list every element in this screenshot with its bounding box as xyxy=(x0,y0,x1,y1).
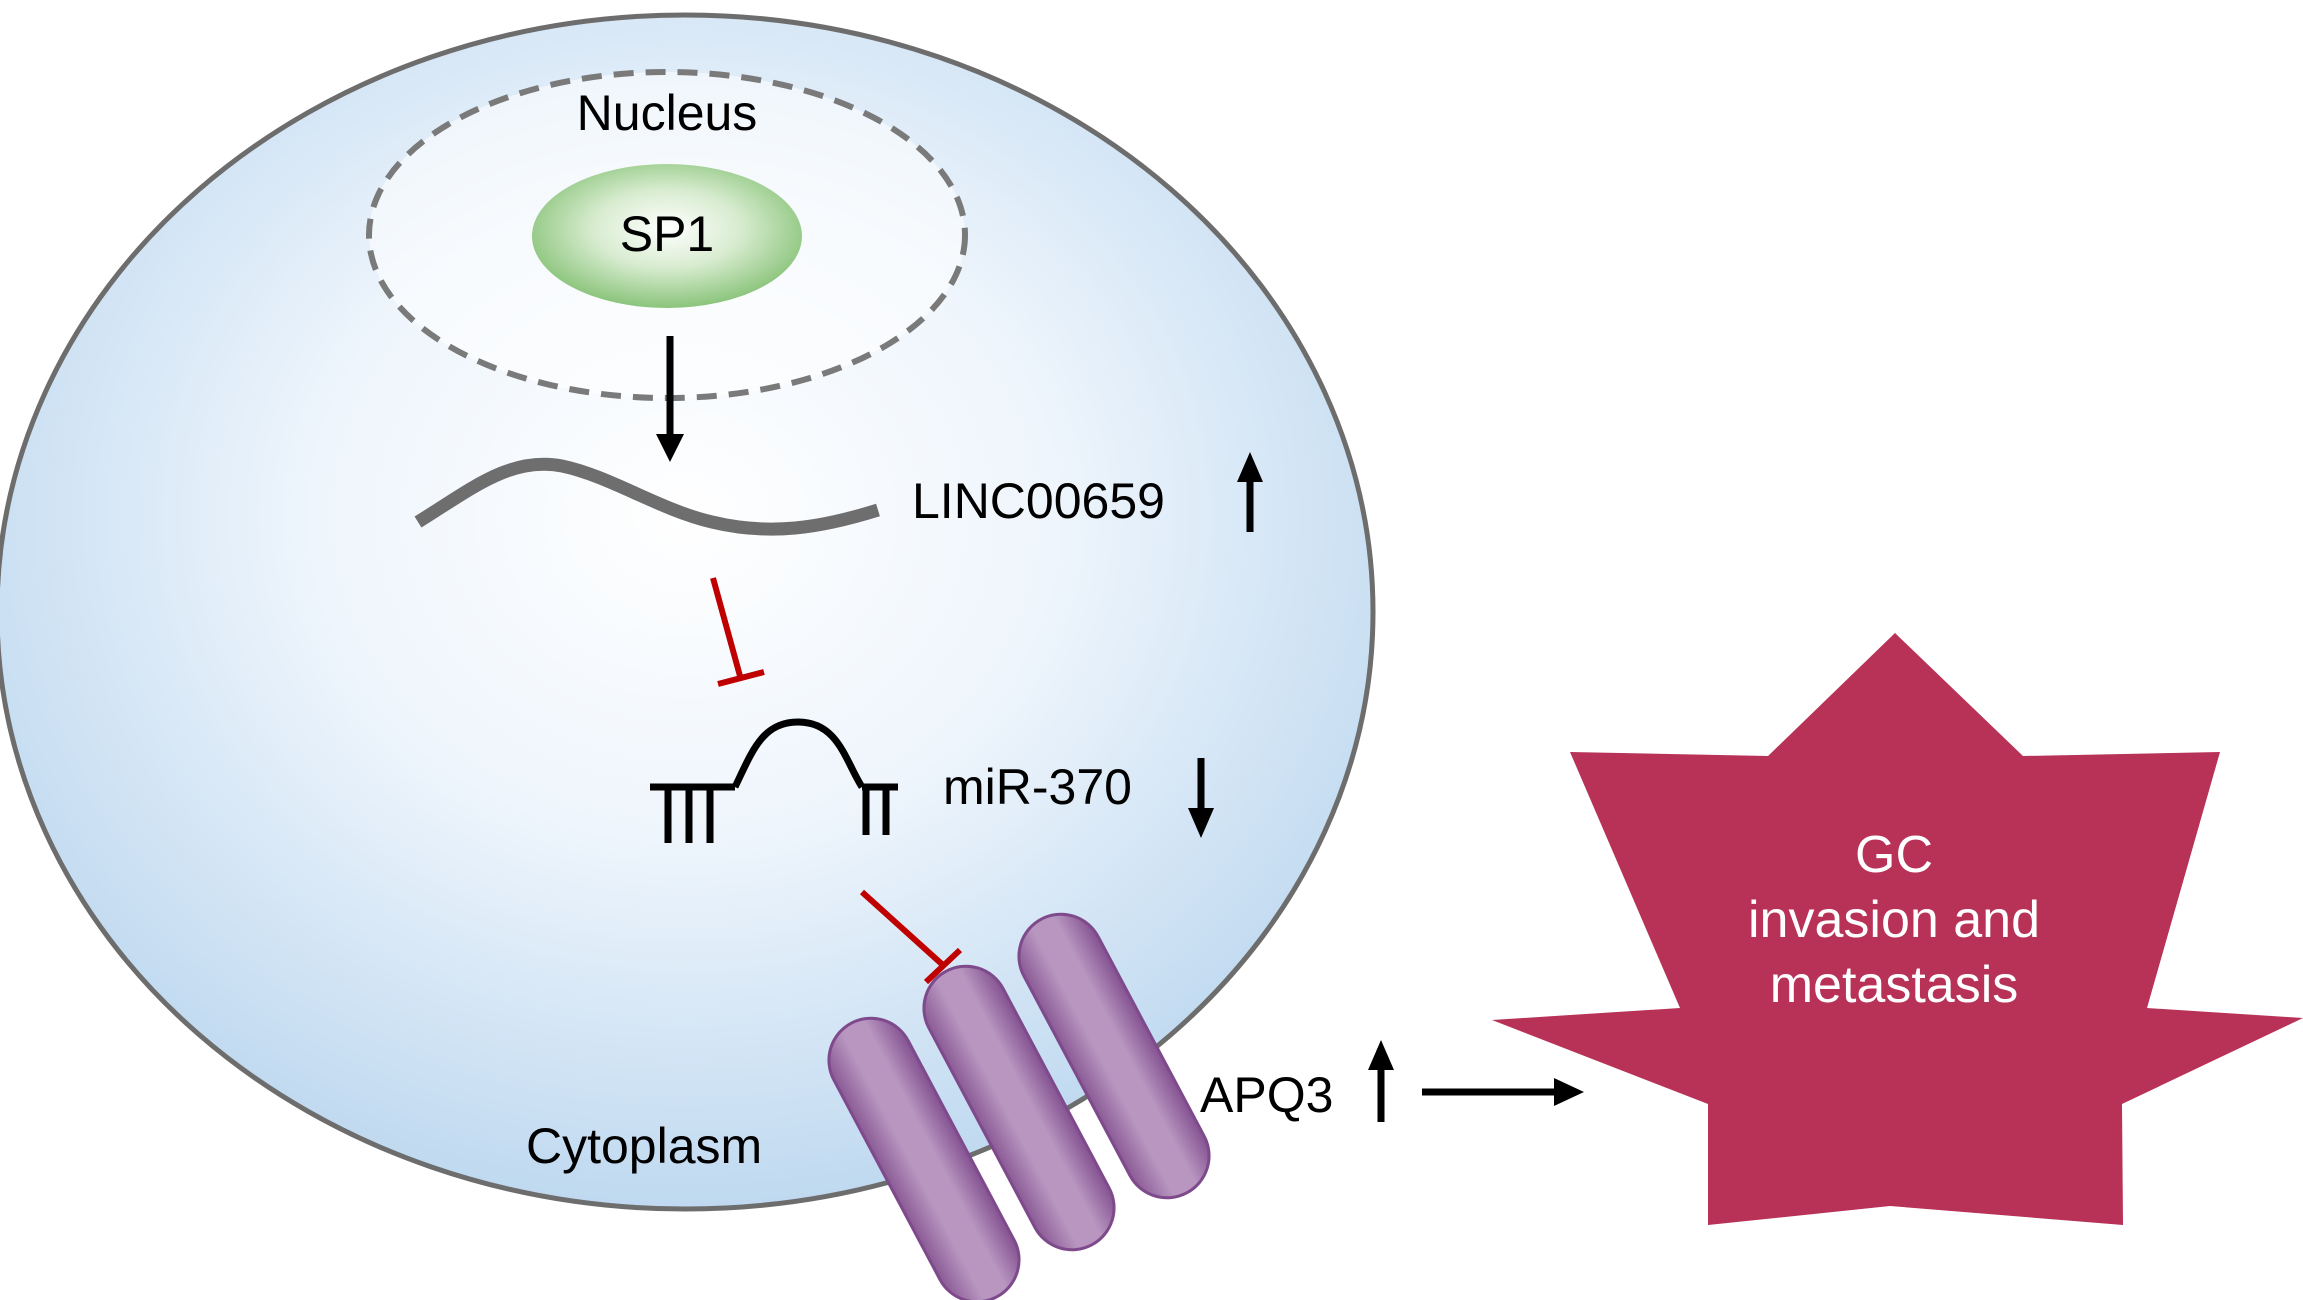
apq3-label: APQ3 xyxy=(1200,1067,1333,1123)
outcome-star xyxy=(1492,633,2303,1225)
outcome-line-1: GC xyxy=(1855,826,1933,884)
sp1-protein xyxy=(532,164,802,308)
nucleus-label: Nucleus xyxy=(577,85,758,141)
outcome-line-2: invasion and xyxy=(1748,891,2040,949)
inhibition-mir-apq3 xyxy=(859,889,963,985)
lncrna-strand xyxy=(414,457,880,536)
apq3-up-arrowhead xyxy=(1368,1040,1394,1070)
cell-membrane xyxy=(0,12,1376,1212)
outcome-line-3: metastasis xyxy=(1770,956,2019,1014)
linc-up-arrowhead xyxy=(1237,452,1263,482)
apq3-channel xyxy=(827,912,1211,1300)
activation-arrowhead-apq3 xyxy=(1554,1078,1584,1106)
mirna-hairpin xyxy=(650,718,898,843)
sp1-label: SP1 xyxy=(620,206,715,262)
linc00659-label: LINC00659 xyxy=(912,473,1165,529)
inhibition-linc-mir xyxy=(710,577,765,687)
cytoplasm-label: Cytoplasm xyxy=(526,1118,762,1174)
mir-down-arrowhead xyxy=(1188,808,1214,838)
activation-arrowhead-sp1 xyxy=(656,434,684,462)
mir370-label: miR-370 xyxy=(943,759,1132,815)
